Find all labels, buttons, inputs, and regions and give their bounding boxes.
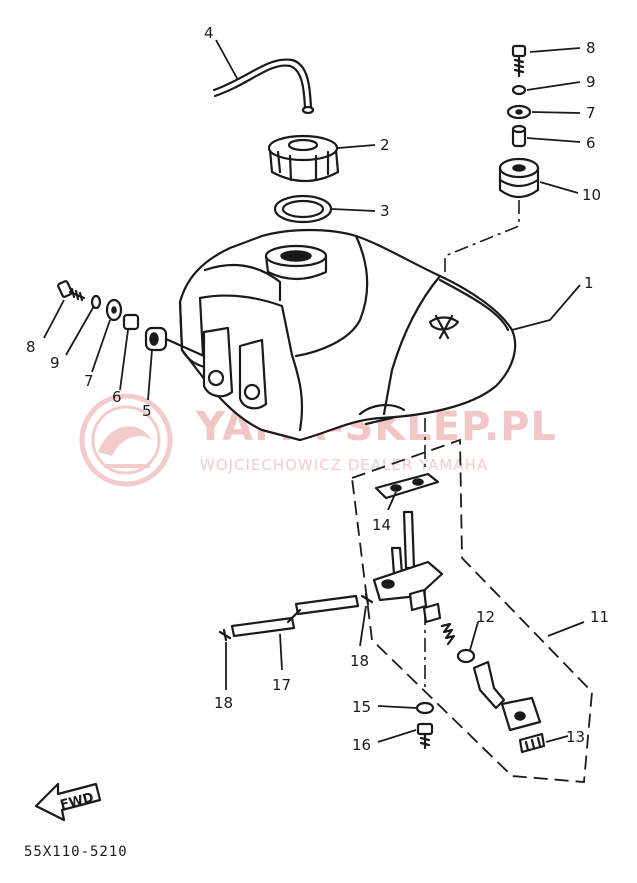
callout-18-right: 18	[350, 652, 369, 670]
fuel-cock-assembly-outline	[351, 438, 593, 783]
callout-3: 3	[380, 202, 390, 220]
callout-6-left: 6	[112, 388, 122, 406]
callout-1: 1	[584, 274, 594, 292]
watermark-subtitle: WOJCIECHOWICZ DEALER YAMAHA	[200, 456, 488, 474]
callout-7-right: 7	[586, 104, 596, 122]
fuel-tank	[178, 228, 517, 442]
callout-8-right: 8	[586, 39, 596, 57]
left-mount-hardware	[57, 280, 206, 358]
watermark-logo-icon	[79, 393, 173, 487]
callout-17: 17	[272, 676, 291, 694]
right-mount-hardware	[498, 44, 540, 199]
callout-9-left: 9	[50, 354, 60, 372]
cap-gasket	[273, 194, 333, 224]
leader-lines	[43, 39, 585, 743]
callout-2: 2	[380, 136, 390, 154]
callout-18-left: 18	[214, 694, 233, 712]
breather-hose	[213, 64, 307, 110]
callout-6-right: 6	[586, 134, 596, 152]
callout-10: 10	[582, 186, 601, 204]
callout-7-left: 7	[84, 372, 94, 390]
fwd-arrow-icon: FWD	[34, 782, 102, 822]
callout-13: 13	[566, 728, 585, 746]
callout-numbers: 4 2 3 1 8 9 7 6 10 8 9 7 6 5 14 11 12 13…	[26, 24, 609, 754]
callout-14: 14	[372, 516, 391, 534]
callout-16: 16	[352, 736, 371, 754]
fuel-cap	[267, 134, 340, 182]
callout-4: 4	[204, 24, 214, 42]
callout-5: 5	[142, 402, 152, 420]
diagram-code: 55X110-5210	[24, 844, 128, 860]
callout-11: 11	[590, 608, 609, 626]
callout-15: 15	[352, 698, 371, 716]
fuel-pipe	[230, 594, 360, 638]
callout-8-left: 8	[26, 338, 36, 356]
callout-12: 12	[476, 608, 495, 626]
fuel-cock	[372, 472, 546, 754]
callout-9-right: 9	[586, 73, 596, 91]
hose-clips	[218, 592, 374, 642]
